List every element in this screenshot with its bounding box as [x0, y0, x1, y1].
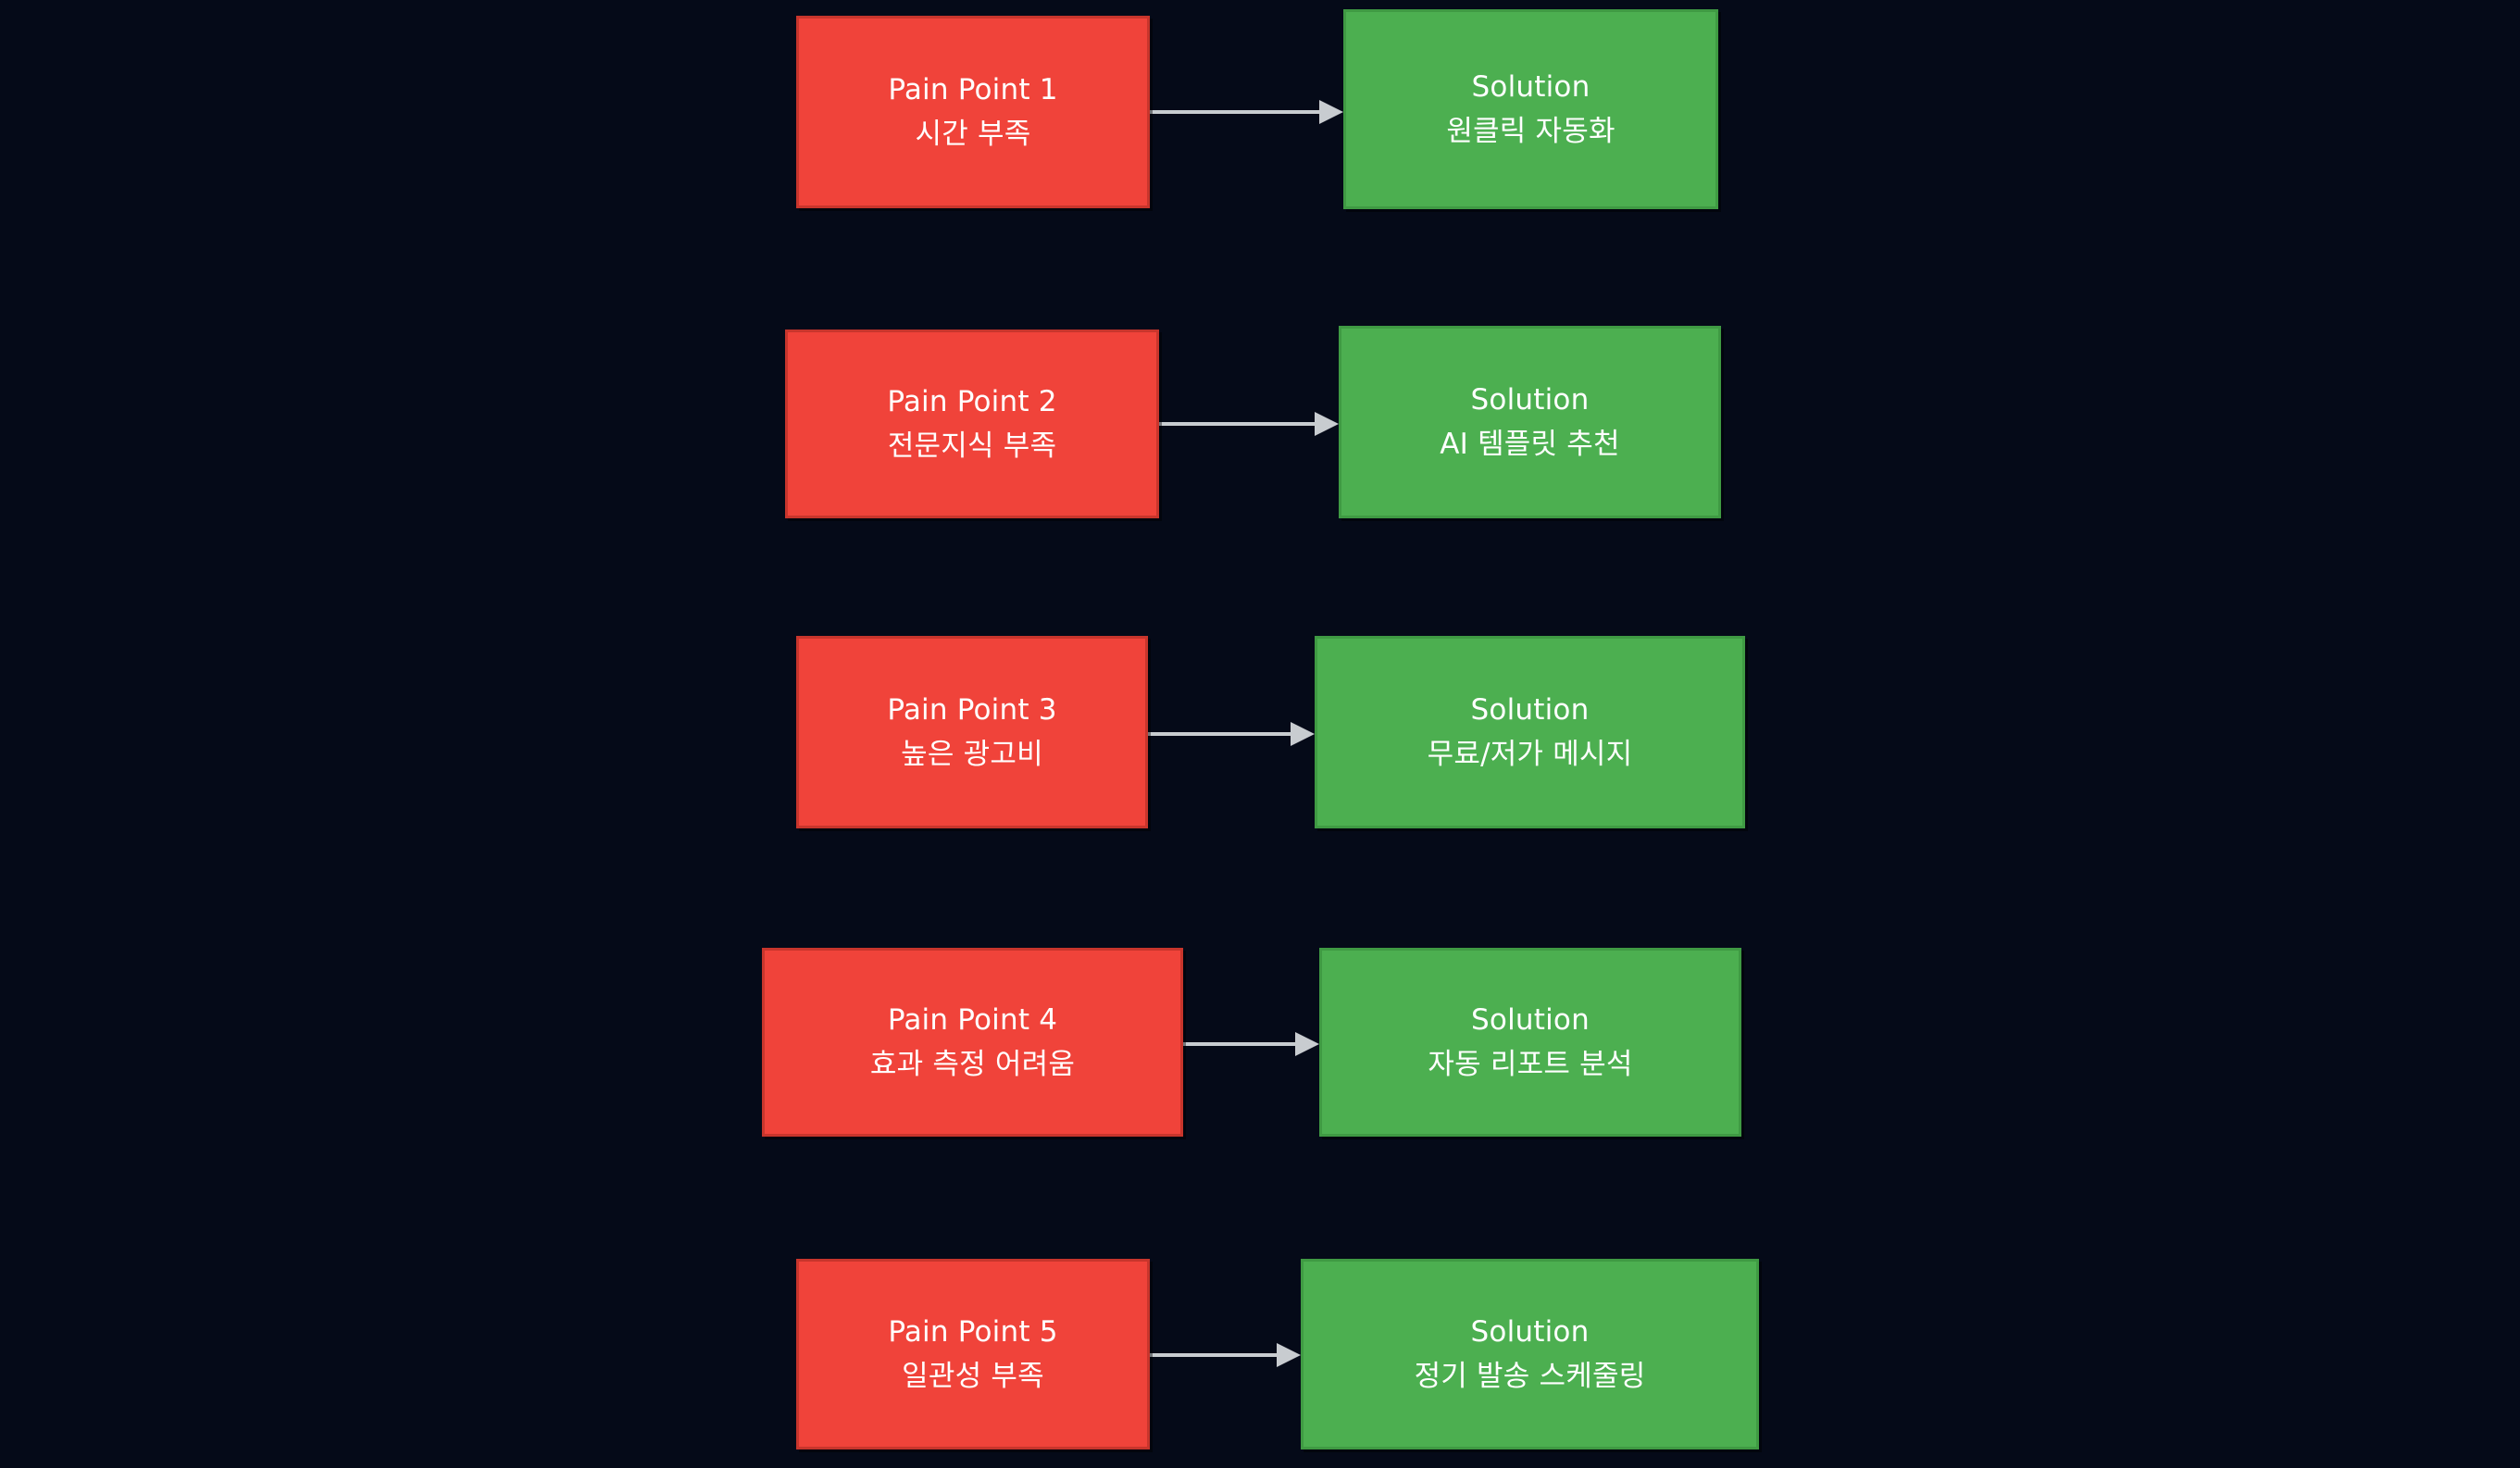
solution-node[interactable]: Solution 원클릭 자동화: [1343, 9, 1718, 209]
solution-node[interactable]: Solution 자동 리포트 분석: [1319, 948, 1741, 1137]
pain-point-node[interactable]: Pain Point 3 높은 광고비: [796, 636, 1148, 828]
solution-detail: AI 템플릿 추천: [1440, 428, 1620, 461]
pain-point-detail: 전문지식 부족: [887, 429, 1057, 463]
pain-point-detail: 효과 측정 어려움: [869, 1048, 1076, 1081]
pain-point-title: Pain Point 5: [888, 1314, 1058, 1349]
flow-arrow: [1150, 1343, 1301, 1367]
solution-detail: 원클릭 자동화: [1446, 115, 1616, 148]
solution-detail: 자동 리포트 분석: [1428, 1048, 1633, 1081]
solution-detail: 정기 발송 스케줄링: [1414, 1360, 1646, 1393]
solution-node[interactable]: Solution 정기 발송 스케줄링: [1301, 1259, 1759, 1449]
pain-point-node[interactable]: Pain Point 5 일관성 부족: [796, 1259, 1150, 1449]
pain-point-title: Pain Point 3: [887, 692, 1057, 727]
pain-point-node[interactable]: Pain Point 2 전문지식 부족: [785, 330, 1159, 518]
flow-arrow: [1183, 1032, 1319, 1056]
pain-point-node[interactable]: Pain Point 1 시간 부족: [796, 16, 1150, 208]
solution-title: Solution: [1470, 1314, 1590, 1349]
flow-arrow: [1159, 412, 1339, 436]
pain-point-title: Pain Point 1: [888, 72, 1058, 106]
pain-point-title: Pain Point 4: [887, 1002, 1058, 1037]
flow-arrow: [1148, 722, 1315, 746]
solution-title: Solution: [1470, 692, 1590, 727]
pain-point-title: Pain Point 2: [887, 384, 1057, 418]
pain-point-detail: 일관성 부족: [902, 1360, 1044, 1393]
solution-title: Solution: [1471, 69, 1591, 104]
solution-node[interactable]: Solution 무료/저가 메시지: [1315, 636, 1745, 828]
solution-title: Solution: [1470, 382, 1590, 417]
solution-detail: 무료/저가 메시지: [1427, 738, 1633, 771]
solution-title: Solution: [1471, 1002, 1590, 1037]
solution-node[interactable]: Solution AI 템플릿 추천: [1339, 326, 1721, 518]
pain-point-detail: 높은 광고비: [901, 738, 1043, 771]
flow-arrow: [1150, 100, 1343, 124]
pain-point-node[interactable]: Pain Point 4 효과 측정 어려움: [762, 948, 1183, 1137]
pain-point-detail: 시간 부족: [915, 118, 1031, 151]
